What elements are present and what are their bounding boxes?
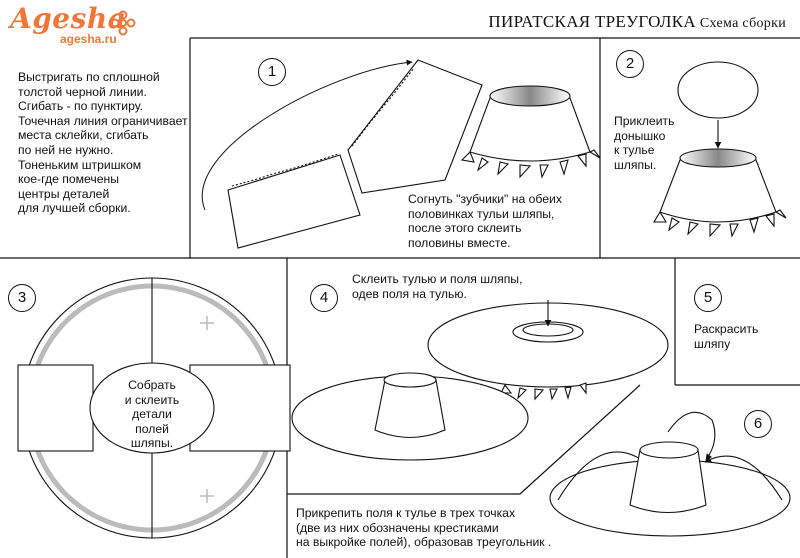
step-6-number: 6 [744, 410, 772, 438]
step-4-number: 4 [310, 284, 338, 312]
panel-borders [0, 37, 800, 558]
step-5-number: 5 [694, 284, 722, 312]
intro-instructions: Выстригать по сплошной толстой черной ли… [18, 70, 188, 216]
step6-diagram [549, 411, 791, 537]
title-sub: Схема сборки [699, 16, 786, 31]
step-6-caption: Прикрепить поля к тулье в трех точках (д… [296, 506, 552, 550]
step-1-number: 1 [258, 58, 286, 86]
step1-crown-assembled [460, 85, 601, 179]
step-1-caption: Согнуть "зубчики" на обеих половинках ту… [408, 192, 562, 250]
step1-crown-halves [201, 59, 483, 249]
crown-half-right [347, 59, 483, 194]
step-3-caption: Собрать и склеить детали полей шляпы. [124, 378, 180, 451]
flower-icon [110, 10, 136, 36]
title-main: ПИРАТСКАЯ ТРЕУГОЛКА [488, 12, 696, 31]
step4-diagram [291, 300, 669, 461]
step-3-number: 3 [8, 284, 36, 312]
step-4-caption: Склеить тулью и поля шляпы, одев поля на… [352, 272, 523, 301]
logo-text: Agesha [10, 2, 127, 35]
agesha-logo [8, 6, 138, 50]
crown-half-left [227, 154, 361, 249]
logo-url: agesha.ru [60, 32, 117, 46]
step-2-number: 2 [616, 50, 644, 78]
step2-diagram [653, 61, 787, 238]
step-5-caption: Раскрасить шляпу [694, 322, 759, 351]
step3-brim-pattern [17, 277, 291, 539]
step-2-caption: Приклеить донышко к тулье шляпы. [614, 114, 675, 172]
crown-top-disc [677, 61, 759, 119]
